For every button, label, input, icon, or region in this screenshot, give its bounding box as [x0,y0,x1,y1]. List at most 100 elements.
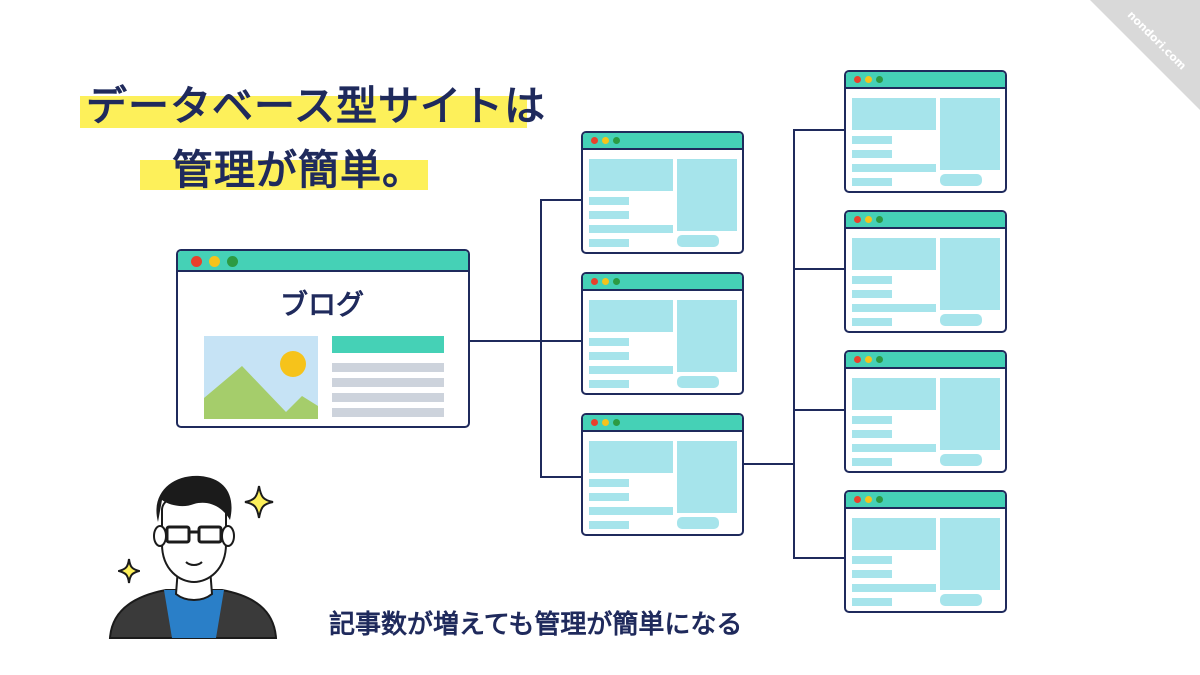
button-shape [940,174,982,186]
window-titlebar [846,352,1005,369]
text-line [589,211,629,219]
text-line [852,598,892,606]
text-line [332,393,444,402]
heading-bar [332,336,444,353]
sidebar-block [677,441,737,513]
text-line [332,408,444,417]
minimize-dot-icon [865,76,872,83]
title-highlight-1 [80,96,527,128]
close-dot-icon [191,256,202,267]
text-line [852,416,892,424]
text-line [852,444,936,452]
text-line [852,458,892,466]
content-block [852,238,936,270]
close-dot-icon [591,137,598,144]
maximize-dot-icon [876,76,883,83]
button-shape [677,517,719,529]
connector-vertical-1 [540,199,542,477]
landscape-image-icon [204,336,318,419]
maximize-dot-icon [876,356,883,363]
button-shape [677,235,719,247]
content-block [589,159,673,191]
connector-vertical-2 [793,129,795,558]
page-window [581,413,744,536]
text-line [589,225,673,233]
maximize-dot-icon [613,137,620,144]
person-illustration [108,475,278,639]
content-block [589,441,673,473]
sidebar-block [940,378,1000,450]
page-window [844,210,1007,333]
text-line [589,239,629,247]
text-line [852,164,936,172]
window-titlebar [583,133,742,150]
page-title-line-1: データベース型サイトは [86,82,546,130]
maximize-dot-icon [876,216,883,223]
window-titlebar [846,492,1005,509]
text-line [852,584,936,592]
connector-main [469,340,541,342]
window-titlebar [846,212,1005,229]
sidebar-block [940,238,1000,310]
page-window [844,490,1007,613]
content-block [852,518,936,550]
content-block [852,98,936,130]
window-titlebar [583,415,742,432]
text-line [589,507,673,515]
text-line [332,378,444,387]
text-line [852,556,892,564]
text-line [852,136,892,144]
close-dot-icon [591,278,598,285]
text-line [589,366,673,374]
corner-ribbon [1090,0,1200,110]
sidebar-block [677,300,737,372]
text-line [852,276,892,284]
maximize-dot-icon [876,496,883,503]
button-shape [940,454,982,466]
window-titlebar [846,72,1005,89]
page-window [844,70,1007,193]
text-line [852,304,936,312]
minimize-dot-icon [865,496,872,503]
text-line [332,363,444,372]
window-titlebar [583,274,742,291]
maximize-dot-icon [613,419,620,426]
maximize-dot-icon [227,256,238,267]
button-shape [940,594,982,606]
close-dot-icon [854,76,861,83]
close-dot-icon [854,356,861,363]
text-line [852,570,892,578]
minimize-dot-icon [602,278,609,285]
text-line [852,150,892,158]
text-line [589,352,629,360]
blog-window: ブログ [176,249,470,428]
title-highlight-2 [140,160,428,190]
text-line [589,521,629,529]
sidebar-block [940,518,1000,590]
connector-branch-1 [540,199,582,201]
minimize-dot-icon [865,216,872,223]
button-shape [677,376,719,388]
connector-branch-2 [540,340,582,342]
minimize-dot-icon [865,356,872,363]
sparkle-small-icon [118,558,140,584]
connector-leaf-2 [793,268,845,270]
maximize-dot-icon [613,278,620,285]
close-dot-icon [591,419,598,426]
connector-branch-3 [540,476,582,478]
page-window [581,131,744,254]
text-line [589,380,629,388]
connector-leaf-1 [793,129,845,131]
text-line [589,479,629,487]
minimize-dot-icon [602,137,609,144]
text-line [852,430,892,438]
caption-text: 記事数が増えても管理が簡単になる [329,610,743,640]
window-titlebar [178,251,468,272]
text-line [852,318,892,326]
connector-level2 [743,463,794,465]
text-line [589,338,629,346]
text-line [589,493,629,501]
page-window [581,272,744,395]
content-block [589,300,673,332]
page-title-line-2: 管理が簡単。 [172,146,424,194]
